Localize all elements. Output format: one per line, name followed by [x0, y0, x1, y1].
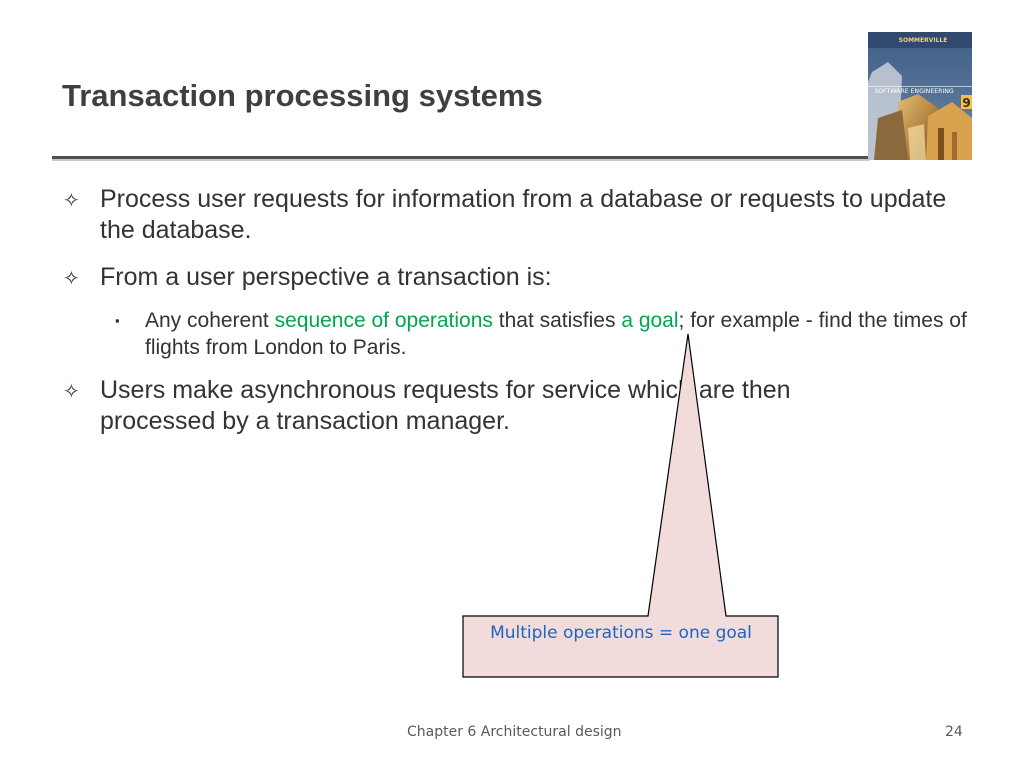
title-divider	[52, 156, 870, 159]
book-publisher: SOMMERVILLE	[899, 37, 948, 44]
title-divider-shadow	[52, 159, 870, 161]
book-cover-image: SOMMERVILLE SOFTWARE ENGINEERING 9	[868, 32, 972, 160]
highlighted-term-a-goal: a goal	[621, 309, 679, 332]
footer-chapter: Chapter 6 Architectural design	[407, 724, 622, 740]
book-cover-graphic: SOMMERVILLE SOFTWARE ENGINEERING 9	[868, 32, 972, 160]
diamond-bullet-icon: ✧	[63, 268, 80, 290]
text-segment: Any coherent	[145, 309, 275, 332]
bullet-text: From a user perspective a transaction is…	[100, 263, 552, 291]
square-bullet-icon: ▪	[115, 313, 120, 328]
text-segment: ; for example - find the times of flight…	[145, 309, 967, 359]
slide-title: Transaction processing systems	[62, 78, 543, 113]
book-edition: 9	[962, 96, 970, 110]
diamond-bullet-icon: ✧	[63, 381, 80, 403]
highlighted-term-sequence-of-operations: sequence of operations	[274, 309, 493, 332]
sub-bullet-item: ▪ Any coherent sequence of operations th…	[115, 307, 975, 363]
book-series-title: SOFTWARE ENGINEERING	[874, 88, 954, 95]
bullet-item: ✧ Users make asynchronous requests for s…	[63, 375, 963, 439]
bullet-item: ✧ From a user perspective a transaction …	[63, 262, 963, 294]
bullet-text: Process user requests for information fr…	[100, 185, 947, 244]
text-segment: that satisfies	[492, 309, 622, 332]
slide-number: 24	[945, 724, 963, 740]
callout-label: Multiple operations = one goal	[490, 623, 752, 643]
callout-balloon	[462, 333, 779, 678]
sub-bullet-text: Any coherent sequence of operations that…	[145, 307, 975, 361]
bullet-text: Users make asynchronous requests for ser…	[100, 376, 791, 435]
diamond-bullet-icon: ✧	[63, 190, 80, 212]
bullet-item: ✧ Process user requests for information …	[63, 184, 963, 248]
